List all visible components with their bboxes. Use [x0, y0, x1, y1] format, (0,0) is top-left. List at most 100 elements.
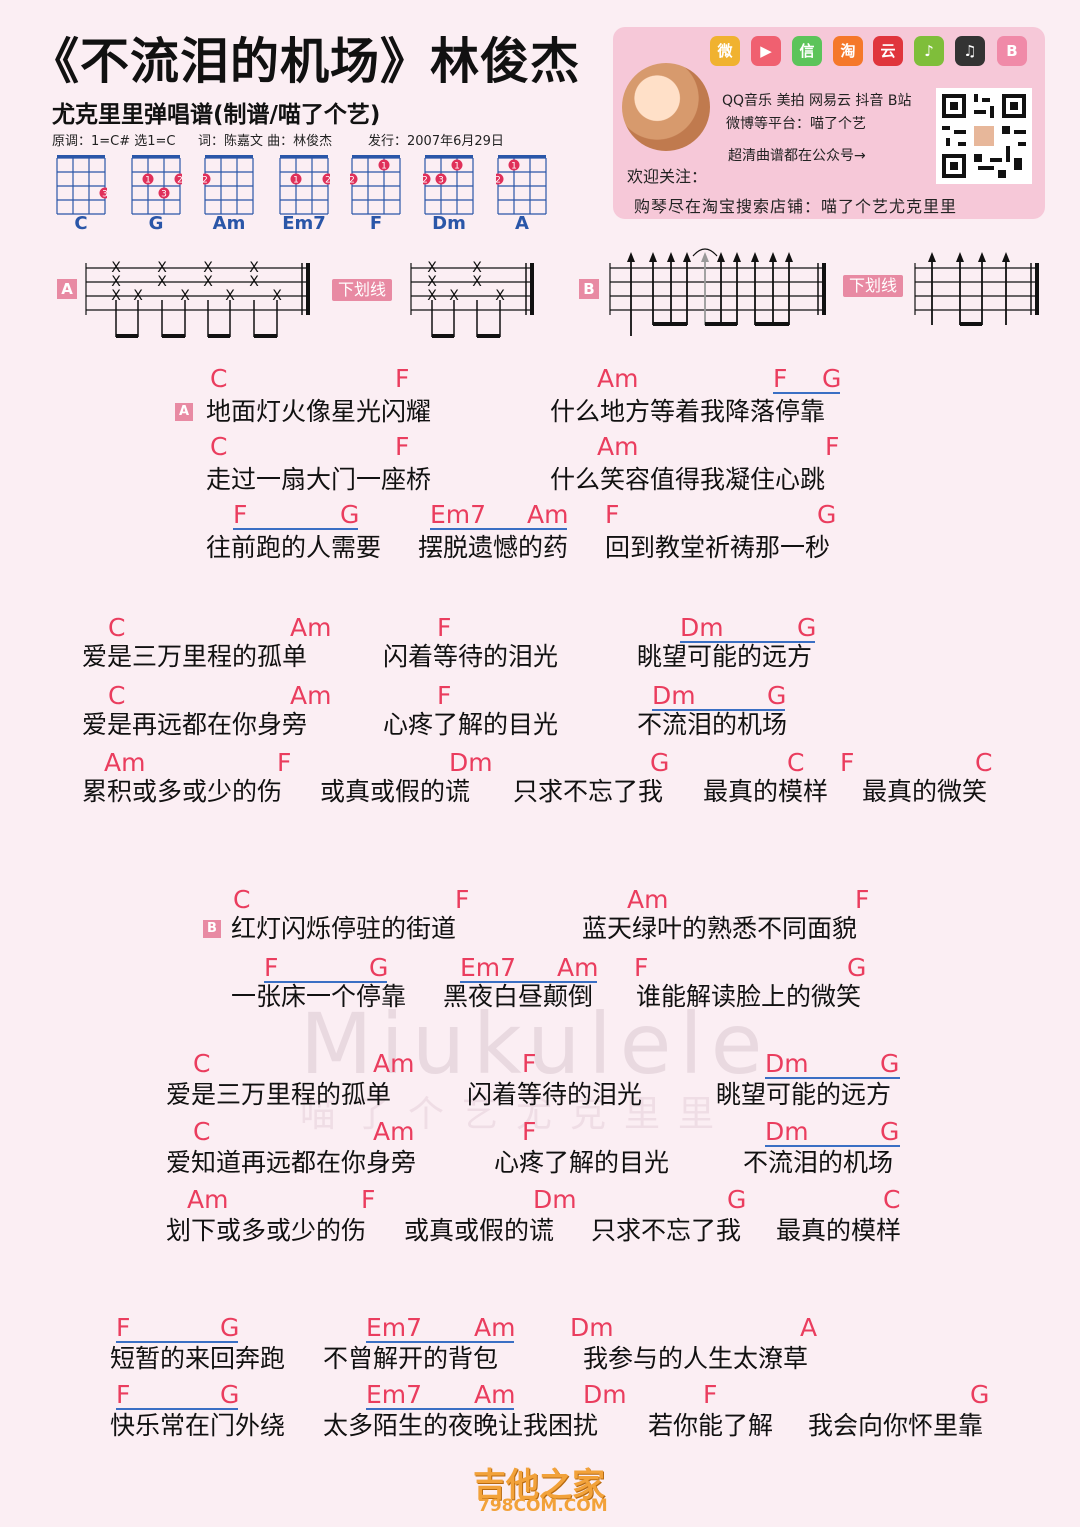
svg-text:X: X	[203, 274, 213, 290]
finger-dot	[435, 173, 447, 185]
chord-label: Am	[557, 953, 599, 982]
chord-label: G	[650, 748, 670, 777]
svg-text:X: X	[249, 274, 259, 290]
chord-label: F	[277, 748, 292, 777]
chord-underline	[773, 392, 840, 394]
chord-underline	[264, 981, 387, 983]
chord-label: G	[822, 364, 842, 393]
svg-text:X: X	[157, 274, 167, 290]
netease-icon[interactable]: 云	[873, 36, 903, 66]
strum-pattern-b	[609, 248, 826, 336]
chord-label: F	[522, 1117, 537, 1146]
lyric-phrase: 闪着等待的泪光	[467, 1080, 643, 1109]
finger-dot	[322, 173, 330, 185]
chord-name-f: F	[369, 213, 383, 234]
lyric-phrase: 蓝天绿叶的熟悉不同面貌	[582, 914, 858, 943]
promo-shop: 购琴尽在淘宝搜索店铺：喵了个艺尤克里里	[634, 197, 958, 216]
chord-label: F	[395, 432, 410, 461]
chord-underline	[116, 1341, 238, 1343]
finger-dot	[99, 187, 107, 199]
lyric-phrase: 或真或假的谎	[320, 777, 471, 806]
chord-label: C	[975, 748, 993, 777]
video-icon[interactable]: ▶	[751, 36, 781, 66]
chord-label: G	[220, 1380, 240, 1409]
watermark-text: Miukulele	[300, 995, 771, 1093]
svg-text:X: X	[133, 288, 143, 304]
release-info: 发行：2007年6月29日	[368, 134, 504, 149]
weibo-icon[interactable]: 微	[710, 36, 740, 66]
chord-label: F	[233, 500, 248, 529]
chord-name-a: A	[515, 213, 529, 234]
lyric-phrase: 眺望可能的远方	[716, 1080, 892, 1109]
chord-label: F	[825, 432, 840, 461]
lyric-phrase: 爱是再远都在你身旁	[82, 710, 308, 739]
svg-text:X: X	[427, 288, 437, 304]
chord-label: Dm	[765, 1049, 809, 1078]
finger-dot	[142, 173, 154, 185]
lyric-phrase: 不流泪的机场	[743, 1148, 894, 1177]
chord-label: F	[840, 748, 855, 777]
chord-label: Em7	[460, 953, 517, 982]
chord-label: Dm	[449, 748, 493, 777]
promo-platforms: QQ音乐 美拍 网易云 抖音 B站	[722, 93, 912, 109]
chord-label: F	[773, 364, 788, 393]
chord-label: Am	[373, 1049, 415, 1078]
svg-text:X: X	[157, 260, 167, 276]
chord-label: Am	[597, 364, 639, 393]
chord-underline	[366, 1341, 514, 1343]
lyric-phrase: 往前跑的人需要	[206, 533, 382, 562]
finger-number: 2	[325, 176, 330, 186]
chord-label: F	[605, 500, 620, 529]
chord-label: G	[797, 613, 817, 642]
lyric-phrase: 最真的模样	[703, 777, 829, 806]
chord-name-g: G	[148, 213, 164, 234]
lyric-phrase: 不流泪的机场	[637, 710, 788, 739]
chord-label: Dm	[765, 1117, 809, 1146]
chord-label: C	[210, 364, 228, 393]
lyric-phrase: 回到教堂祈祷那一秒	[605, 533, 831, 562]
chord-label: F	[116, 1380, 131, 1409]
chord-underline	[652, 709, 785, 711]
lyric-phrase: 地面灯火像星光闪耀	[206, 397, 432, 426]
song-subtitle: 尤克里里弹唱谱(制谱/喵了个艺)	[52, 102, 381, 128]
finger-dot	[174, 173, 182, 185]
chord-label: F	[855, 885, 870, 914]
chord-label: Am	[104, 748, 146, 777]
finger-dot	[203, 173, 211, 185]
chord-label: G	[880, 1117, 900, 1146]
chord-label: Am	[290, 681, 332, 710]
chord-label: C	[210, 432, 228, 461]
qqmusic-icon[interactable]: ♪	[914, 36, 944, 66]
chord-label: G	[727, 1185, 747, 1214]
chord-label: Am	[373, 1117, 415, 1146]
chord-label: F	[703, 1380, 718, 1409]
chord-label: Dm	[680, 613, 724, 642]
chord-label: G	[220, 1313, 240, 1342]
promo-welcome: 欢迎关注：	[627, 167, 708, 186]
lyric-phrase: 摆脱遗憾的药	[418, 533, 569, 562]
section-a-badge: A	[175, 403, 193, 421]
lyric-phrase: 快乐常在门外绕	[110, 1411, 286, 1440]
chord-label: Am	[627, 885, 669, 914]
finger-dot	[451, 159, 463, 171]
qr-code[interactable]	[936, 88, 1032, 184]
bilibili-icon[interactable]: B	[997, 36, 1027, 66]
chord-label: Dm	[533, 1185, 577, 1214]
lyric-phrase: 太多陌生的夜晚让我困扰	[323, 1411, 599, 1440]
chord-label: F	[522, 1049, 537, 1078]
finger-number: 2	[203, 176, 208, 186]
chord-label: C	[193, 1049, 211, 1078]
chord-label: F	[437, 613, 452, 642]
lyric-phrase: 什么笑容值得我凝住心跳	[550, 465, 826, 494]
douyin-icon[interactable]: ♫	[955, 36, 985, 66]
chord-label: F	[395, 364, 410, 393]
lyric-phrase: 我参与的人生太潦草	[583, 1344, 809, 1373]
taobao-icon[interactable]: 淘	[833, 36, 863, 66]
chord-label: Dm	[652, 681, 696, 710]
promo-gzh: 超清曲谱都在公众号→	[728, 148, 866, 164]
finger-dot	[496, 173, 504, 185]
chord-label: Am	[474, 1313, 516, 1342]
wechat-icon[interactable]: 信	[792, 36, 822, 66]
chord-label: G	[767, 681, 787, 710]
